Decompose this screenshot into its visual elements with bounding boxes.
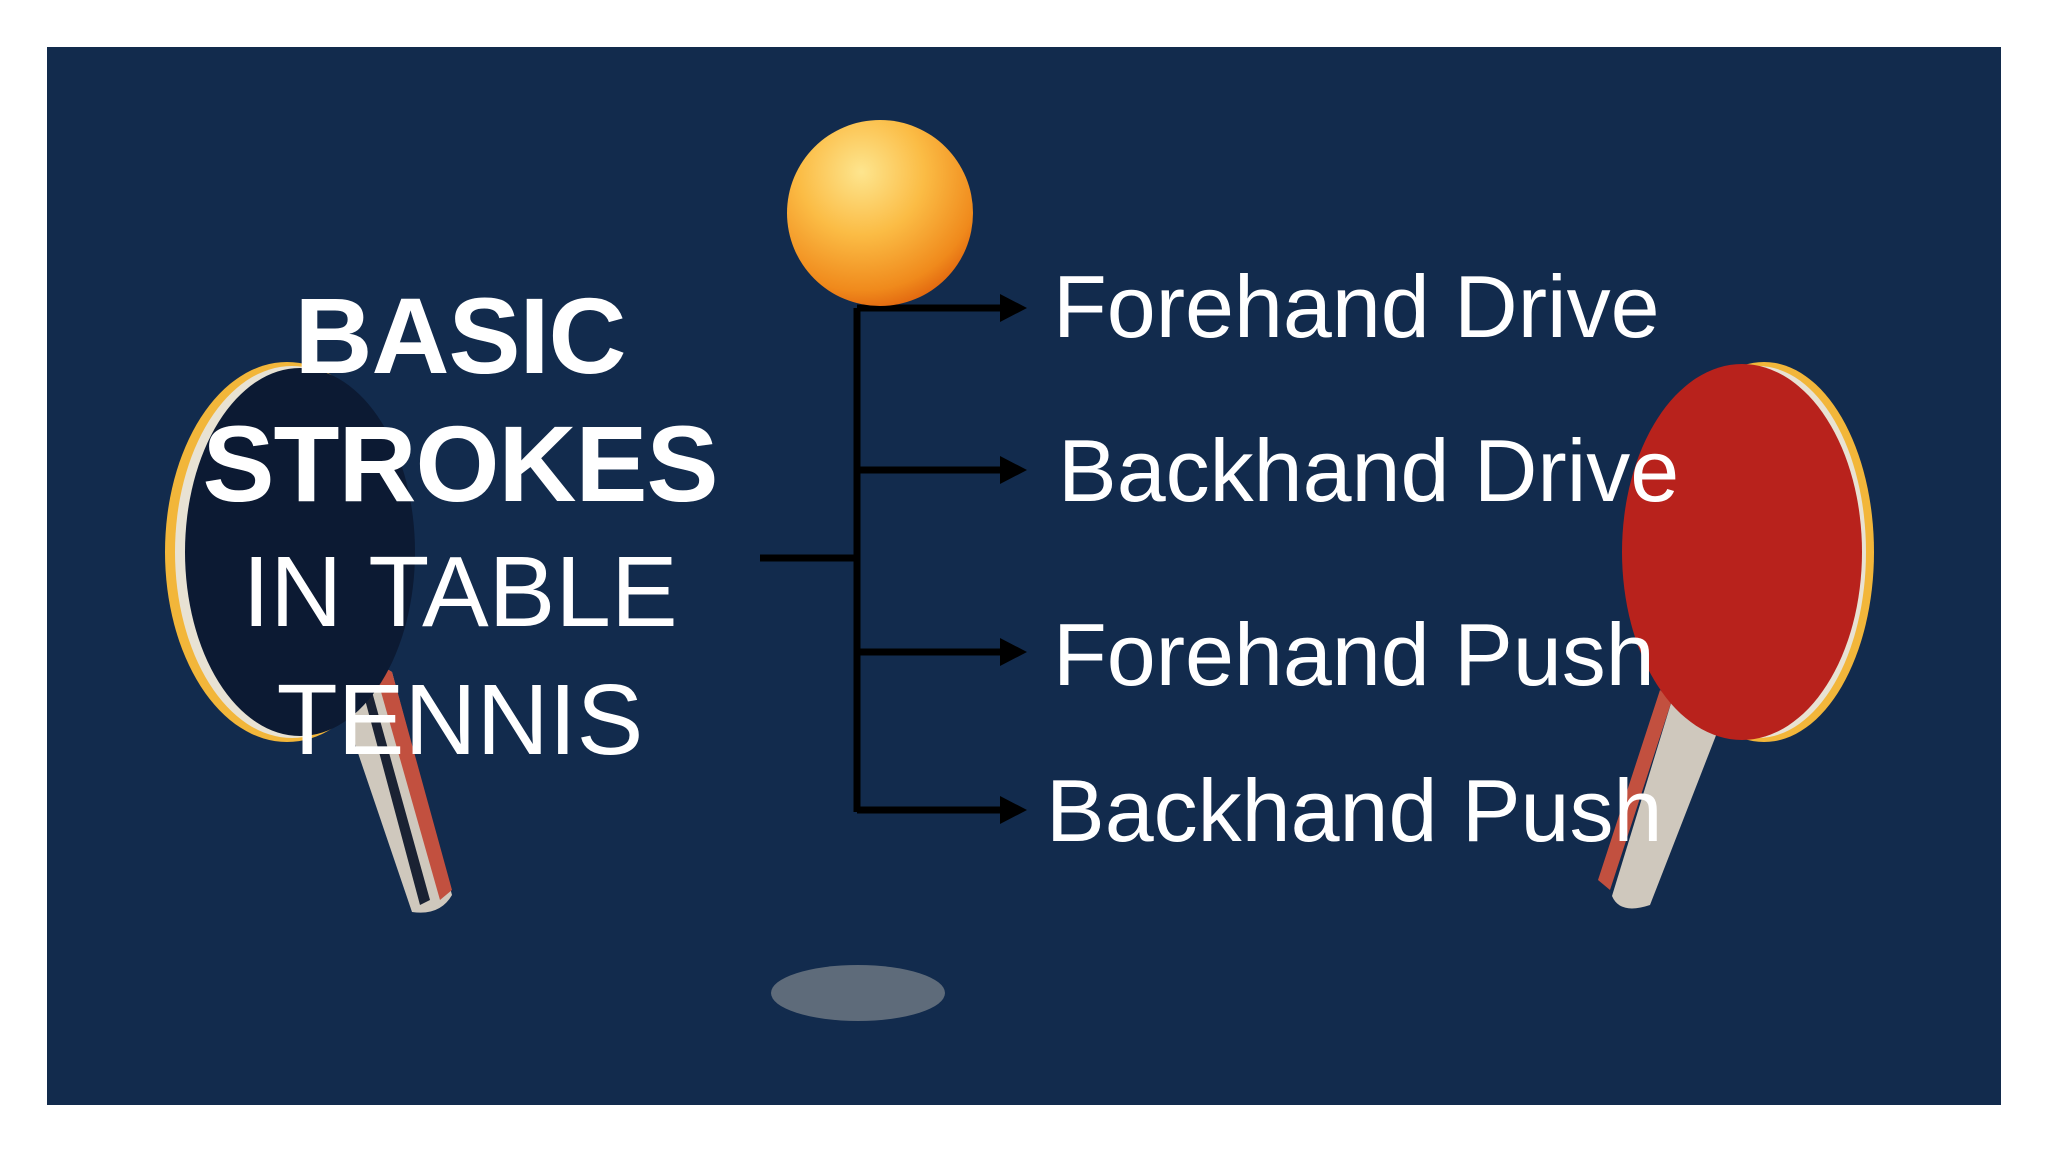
- stroke-label-backhand-push: Backhand Push: [1046, 761, 1663, 860]
- right-paddle-icon: [1598, 362, 1874, 909]
- ball-shadow-icon: [771, 965, 945, 1021]
- title-line-basic: BASIC: [294, 275, 626, 396]
- stroke-label-backhand-drive: Backhand Drive: [1058, 421, 1680, 520]
- connector-tree: [760, 304, 1005, 814]
- connector-arrowheads: [1000, 294, 1027, 824]
- arrow-forehand-push: [1000, 638, 1027, 666]
- arrow-backhand-push: [1000, 796, 1027, 824]
- arrow-backhand-drive: [1000, 456, 1027, 484]
- title-line-in-table: IN TABLE: [242, 536, 678, 648]
- title-line-tennis: TENNIS: [276, 664, 644, 776]
- arrow-forehand-drive: [1000, 294, 1027, 322]
- slide-title: BASIC STROKES IN TABLE TENNIS: [160, 272, 760, 784]
- stroke-label-forehand-drive: Forehand Drive: [1053, 257, 1660, 356]
- left-paddle-icon: [165, 362, 452, 913]
- title-line-strokes: STROKES: [202, 403, 718, 524]
- ping-pong-ball-icon: [787, 120, 973, 306]
- stroke-label-forehand-push: Forehand Push: [1053, 605, 1655, 704]
